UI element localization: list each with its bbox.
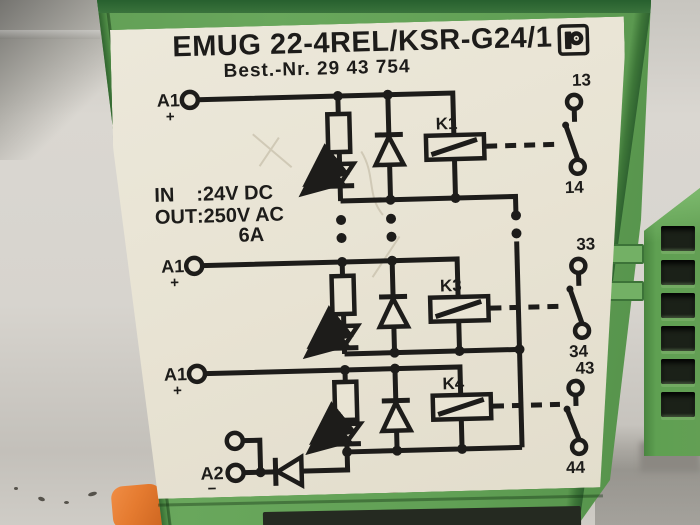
order-number: Best.-Nr. 29 43 754 — [223, 56, 410, 82]
mechanical-link — [486, 144, 557, 146]
relay-coil-label: K1 — [435, 114, 457, 134]
contact-terminal — [571, 160, 585, 174]
contact-number-top: 43 — [575, 358, 594, 377]
resistor — [327, 114, 350, 153]
relay-coil-slash — [431, 139, 477, 154]
junction-dot — [514, 344, 524, 354]
spec-out-label: OUT — [155, 206, 198, 229]
debris-speck — [87, 490, 98, 498]
contact-terminal — [572, 440, 586, 454]
junction-dot — [450, 193, 460, 203]
module-top-edge — [97, 0, 651, 13]
led-emission-arrow — [310, 170, 323, 180]
contact-number-bottom: 44 — [566, 458, 586, 478]
junction-dot — [390, 364, 400, 374]
relay-coil-label: K4 — [442, 374, 465, 394]
led-indicator — [330, 326, 359, 347]
led-cathode-bar — [330, 348, 358, 349]
polarity-plus: + — [173, 382, 182, 399]
phoenix-contact-logo-icon — [559, 26, 588, 55]
resistor — [334, 382, 357, 421]
debris-speck — [64, 501, 69, 504]
polarity-minus: − — [207, 480, 216, 497]
led-emission-arrow — [317, 428, 330, 438]
junction-dot — [389, 348, 399, 358]
polarity-plus: + — [170, 274, 179, 291]
terminal-hole — [661, 260, 695, 285]
circuit-k4: A1 + K4 43 — [164, 353, 598, 487]
contact-blade — [570, 289, 582, 323]
device-label: EMUG 22-4REL/KSR-G24/1 Best.-Nr. 29 43 7… — [110, 17, 636, 500]
spec-current: 6A — [238, 224, 264, 247]
freewheel-diode — [379, 298, 408, 327]
circuit-k3: A1 + K3 33 — [161, 234, 599, 371]
junction-dot — [385, 195, 395, 205]
junction-dot — [457, 444, 467, 454]
junction-dot — [392, 445, 402, 455]
led-indicator — [332, 424, 360, 443]
junction-dot — [337, 257, 347, 267]
mechanical-link — [493, 404, 560, 406]
scratch-marks — [253, 131, 401, 281]
led-indicator — [326, 164, 355, 185]
terminal-a1-label: A1 — [164, 364, 188, 385]
relay-coil-slash — [438, 399, 484, 414]
junction-dot — [387, 256, 397, 266]
debris-speck — [37, 495, 46, 503]
circuit-k1: A1 + K1 13 — [156, 70, 594, 220]
contact-number-top: 33 — [576, 234, 595, 253]
continuation-dots — [336, 210, 522, 243]
freewheel-diode — [382, 402, 411, 431]
terminal-a2-screw — [227, 465, 243, 481]
contact-terminal — [571, 259, 585, 273]
contact-blade — [567, 409, 579, 439]
led-cathode-bar — [326, 186, 354, 187]
led-emission-arrow — [313, 438, 326, 448]
background-table-edge — [0, 30, 100, 39]
led-emission-arrow — [310, 343, 323, 353]
terminal-hole — [661, 359, 695, 384]
terminal-a1-label: A1 — [161, 256, 185, 277]
terminal-hole — [661, 392, 695, 417]
terminal-block — [644, 188, 700, 456]
terminal-a1-screw — [186, 258, 202, 274]
freewheel-diode — [375, 136, 404, 165]
terminal-screw — [227, 433, 243, 449]
contact-number-top: 13 — [572, 70, 591, 89]
reverse-polarity-diode — [277, 457, 302, 486]
terminal-hole — [661, 226, 695, 251]
led-emission-arrow — [314, 332, 327, 342]
polarity-plus: + — [166, 108, 175, 125]
relay-coil-label: K3 — [440, 276, 462, 296]
junction-dot — [255, 467, 265, 477]
junction-dot — [454, 346, 464, 356]
common-input-a2: A2 − — [200, 430, 349, 498]
contact-terminal — [568, 381, 582, 395]
mechanical-link — [490, 306, 561, 308]
terminal-a1-label: A1 — [157, 90, 181, 111]
contact-blade — [566, 125, 578, 159]
debris-speck — [14, 487, 18, 490]
contact-number-bottom: 14 — [565, 178, 585, 198]
resistor — [332, 276, 355, 315]
led-cathode-bar — [333, 444, 361, 445]
contact-terminal — [575, 324, 589, 338]
spec-out-value: :250V AC — [197, 204, 285, 228]
circuit-diagram: EMUG 22-4REL/KSR-G24/1 Best.-Nr. 29 43 7… — [110, 17, 636, 500]
spec-in-value: :24V DC — [196, 182, 273, 206]
spec-in-label: IN — [154, 184, 175, 207]
relay-coil-slash — [435, 301, 481, 316]
terminal-a2-label: A2 — [200, 463, 224, 484]
junction-dot — [340, 365, 350, 375]
terminal-a1-screw — [189, 366, 205, 382]
contact-number-bottom: 34 — [569, 342, 589, 362]
led-emission-arrow — [306, 181, 319, 191]
terminal-hole — [661, 326, 695, 351]
junction-dot — [383, 90, 393, 100]
terminal-a1-screw — [182, 92, 198, 108]
junction-dot — [333, 91, 343, 101]
terminal-hole — [661, 293, 695, 318]
contact-terminal — [567, 95, 581, 109]
